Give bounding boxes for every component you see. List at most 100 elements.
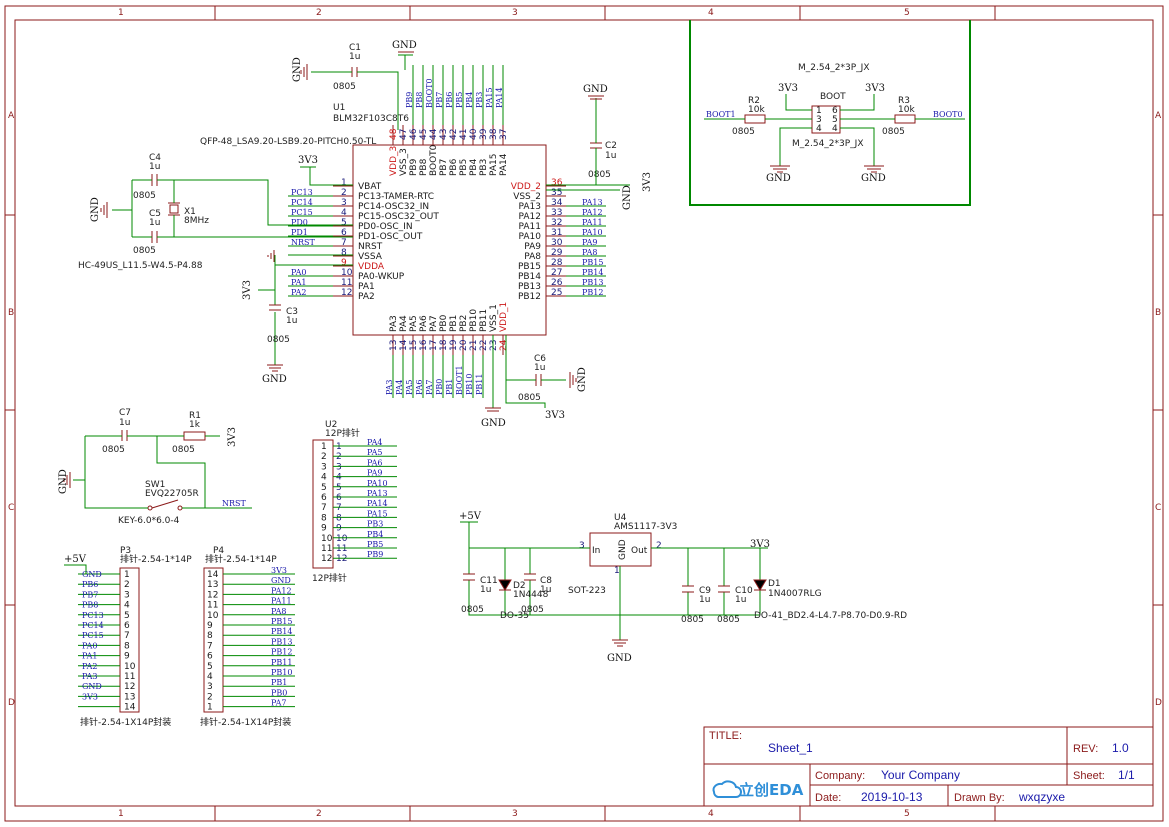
u2-net: PA13	[367, 489, 388, 498]
svg-text:0805: 0805	[588, 170, 611, 180]
svg-text:1N4448: 1N4448	[513, 590, 549, 600]
p3-pin-num: 9	[124, 652, 130, 662]
svg-text:0805: 0805	[681, 615, 704, 625]
u1-pin-label: VDDA	[358, 262, 385, 272]
ruler-col: 2	[316, 809, 322, 819]
svg-text:0805: 0805	[521, 605, 544, 615]
c1-capacitor[interactable]: C1 1u 0805	[333, 43, 361, 92]
svg-text:1k: 1k	[189, 420, 201, 430]
gnd-c2-bar	[588, 95, 604, 100]
p4-pin-num: 4	[207, 672, 213, 682]
u1-pin-label: VDD_2	[511, 182, 541, 192]
sw1-switch[interactable]: SW1 EVQ22705R KEY-6.0*6.0-4	[118, 480, 199, 526]
u1-pin-label: PD1-OSC_OUT	[358, 232, 423, 242]
svg-text:SW1: SW1	[145, 480, 165, 490]
svg-text:排针-2.54-1*14P: 排针-2.54-1*14P	[205, 553, 277, 565]
svg-text:Drawn By:: Drawn By:	[954, 792, 1005, 804]
svg-text:KEY-6.0*6.0-4: KEY-6.0*6.0-4	[118, 516, 180, 526]
svg-text:0805: 0805	[133, 191, 156, 201]
p3-pin-num: 11	[124, 672, 135, 682]
u1-net: PB5	[455, 92, 464, 108]
u1-ref: U1	[333, 103, 345, 113]
u1-net: PB10	[465, 374, 474, 395]
p3-pin-num: 8	[124, 641, 130, 651]
svg-text:2019-10-13: 2019-10-13	[861, 790, 923, 804]
u1-mcu[interactable]: U1 BLM32F103C8T6 QFP-48_LSA9.20-LSB9.20-…	[200, 65, 606, 398]
inner-frame	[14, 19, 1154, 807]
u2-pin-num: 7	[321, 503, 327, 513]
boot-wires	[704, 94, 965, 173]
v33-c3: 3V3	[242, 280, 253, 300]
p3-pin-num: 5	[124, 611, 130, 621]
u1-pin-num: 40	[469, 128, 479, 140]
u1-pin-label: PC13-TAMER-RTC	[358, 192, 434, 202]
c2-capacitor[interactable]: C2 1u 0805	[588, 141, 617, 180]
u1-pin-num: 35	[551, 188, 562, 198]
u1-net: PB3	[475, 92, 484, 108]
u1-pin-num: 26	[551, 278, 563, 288]
u1-pin-label: PB8	[419, 158, 429, 176]
p3-header[interactable]: P3 排针-2.54-1*14P 排针-2.54-1X14P封装 1GND2PB…	[78, 546, 192, 728]
u1-net: PA15	[485, 87, 494, 108]
u2-pin-num-r: 2	[336, 452, 342, 462]
boot-part: M_2.54_2*3P_JX	[798, 63, 870, 73]
u1-pin-num: 4	[341, 208, 347, 218]
p4-net: 3V3	[271, 566, 287, 575]
u1-net: PA8	[582, 248, 598, 257]
u1-pin-label: PB9	[409, 158, 419, 176]
r3-resistor[interactable]: R3 10k 0805	[882, 96, 916, 137]
u1-pin-label: PB4	[469, 158, 479, 176]
u1-pin-label: VSS_3	[399, 148, 409, 176]
u1-pin-num: 38	[489, 128, 499, 140]
gnd-reset-sym	[63, 472, 71, 488]
boot-box	[689, 20, 971, 206]
boot-jumper[interactable]: M_2.54_2*3P_JX BOOT M_2.54_2*3P_JX 134 6…	[792, 63, 870, 149]
u1-pin-num: 6	[341, 228, 347, 238]
ruler-row: A	[8, 111, 15, 121]
u1-pin-label: PB10	[469, 309, 479, 332]
boot-gnd-left: GND	[766, 173, 791, 184]
u1-net: PD1	[291, 228, 308, 237]
svg-text:0805: 0805	[461, 605, 484, 615]
c6-capacitor[interactable]: C6 1u 0805	[518, 354, 546, 403]
c7-capacitor[interactable]: C7 1u 0805	[102, 408, 131, 455]
u2-pin-num-r: 3	[336, 462, 342, 472]
u1-net: PB15	[582, 258, 603, 267]
u1-pin-num: 34	[551, 198, 563, 208]
gnd-xtal: GND	[90, 197, 101, 222]
r2-resistor[interactable]: R2 10k 0805	[732, 96, 766, 137]
p3-pin-num: 14	[124, 703, 136, 713]
p4-pin-num: 13	[207, 580, 218, 590]
svg-text:REV:: REV:	[1073, 743, 1098, 755]
gnd-c6-sym	[569, 372, 577, 388]
svg-text:5: 5	[832, 115, 838, 125]
u1-pin-num: 46	[409, 128, 419, 140]
p3-net: PA3	[82, 672, 98, 681]
svg-text:排针-2.54-1*14P: 排针-2.54-1*14P	[120, 553, 192, 565]
svg-text:6: 6	[832, 106, 838, 116]
svg-text:HC-49US_L11.5-W4.5-P4.88: HC-49US_L11.5-W4.5-P4.88	[78, 261, 203, 271]
svg-text:1u: 1u	[149, 162, 160, 172]
svg-text:C6: C6	[534, 354, 546, 364]
u1-pin-num: 19	[449, 339, 459, 351]
c5-capacitor[interactable]: C5 1u 0805	[133, 209, 161, 256]
u1-pin-label: PA10	[519, 232, 542, 242]
u1-pin-num: 31	[551, 228, 562, 238]
net-nrst: NRST	[222, 499, 247, 508]
u1-net: PA0	[291, 268, 307, 277]
v5-reg: +5V	[459, 511, 482, 522]
c3-capacitor[interactable]: C3 1u 0805	[267, 304, 298, 345]
u2-pin-num: 12	[321, 554, 332, 564]
r1-resistor[interactable]: R1 1k 0805	[172, 411, 206, 455]
u1-pin-label: BOOT0	[429, 144, 439, 176]
svg-text:1u: 1u	[286, 316, 297, 326]
u1-net: PB14	[582, 268, 603, 277]
u1-pin-label: PB11	[479, 309, 489, 332]
svg-text:X1: X1	[184, 207, 196, 217]
c4-capacitor[interactable]: C4 1u 0805	[133, 153, 161, 201]
p4-net: PB11	[271, 658, 292, 667]
ruler-col: 4	[708, 809, 714, 819]
